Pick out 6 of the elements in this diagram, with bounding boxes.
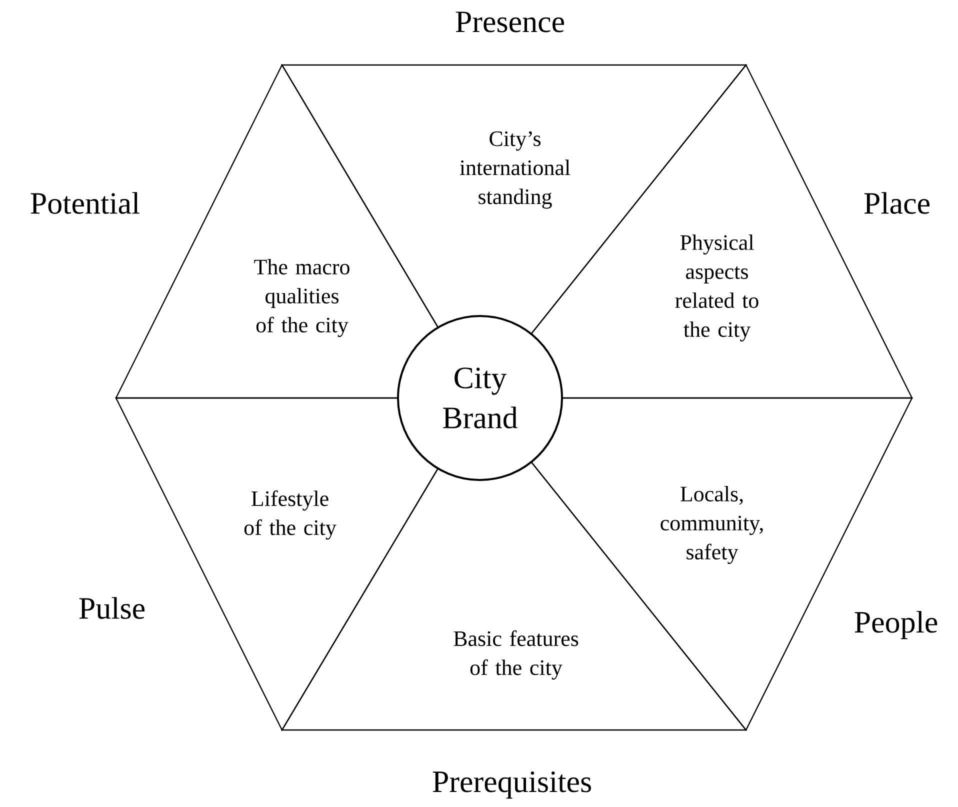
segment-heading: Place	[864, 192, 930, 214]
segment-heading: People	[854, 610, 938, 640]
segment-heading: Pulse	[79, 597, 145, 619]
segment-heading: Prerequisites	[432, 771, 591, 799]
segment-heading: Presence	[456, 12, 564, 32]
segment-heading: Potential	[30, 192, 140, 214]
